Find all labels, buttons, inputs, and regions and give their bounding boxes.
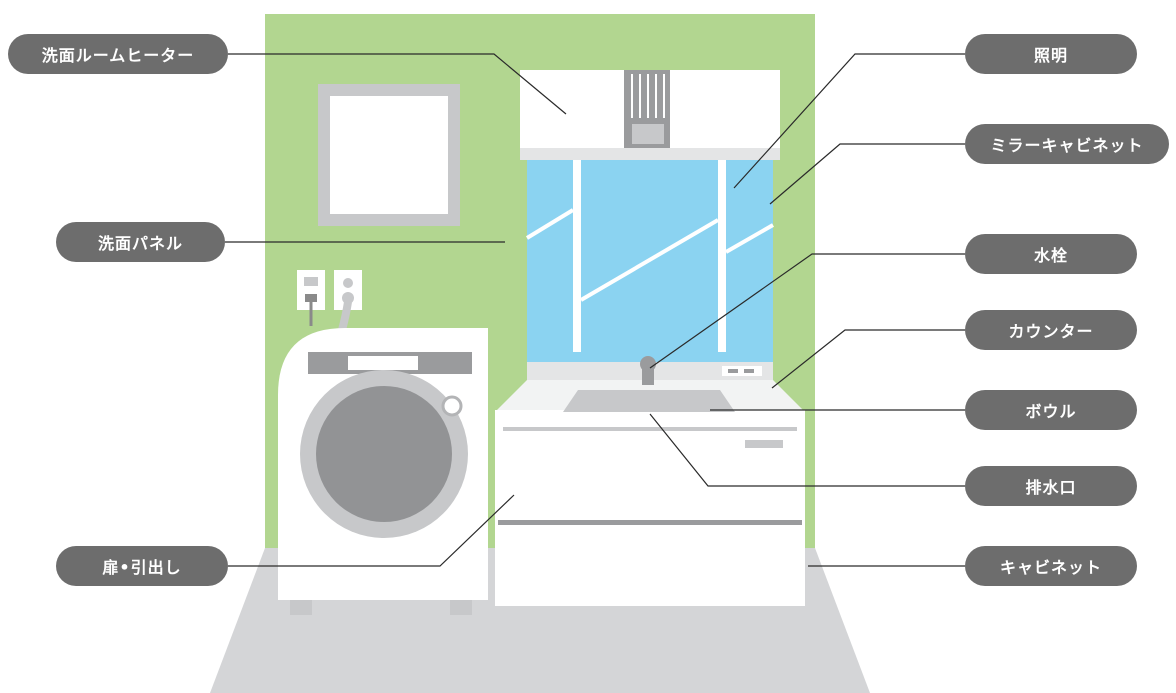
label-counter: カウンター	[965, 310, 1137, 350]
label-wash-panel: 洗面パネル	[56, 222, 225, 262]
bowl	[563, 390, 735, 412]
label-doors-drawers: 扉•引出し	[56, 546, 228, 586]
label-drain: 排水口	[965, 466, 1137, 506]
washing-machine	[278, 328, 488, 615]
window	[318, 84, 460, 226]
room-heater	[624, 70, 670, 148]
label-cabinet: キャビネット	[965, 546, 1137, 586]
label-faucet: 水栓	[965, 234, 1137, 274]
label-mirror-cabinet: ミラーキャビネット	[965, 124, 1169, 164]
vanity-unit	[495, 356, 805, 606]
label-room-heater: 洗面ルームヒーター	[8, 34, 228, 74]
label-lighting: 照明	[965, 34, 1137, 74]
label-bowl: ボウル	[965, 390, 1137, 430]
